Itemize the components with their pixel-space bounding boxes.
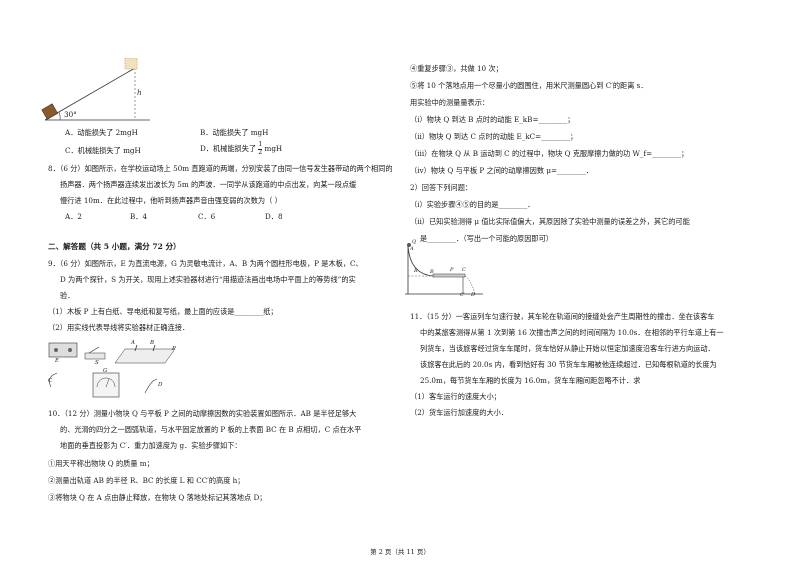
q9-line-4: （1）木板 P 上有白纸、导电纸和复写纸，最上面的应该是________纸； [48, 307, 278, 316]
q10-part-2-ii-cont: 是________．（写出一个可能的原因即可） [420, 234, 553, 243]
q10-step-2: ②测量出轨道 AB 的半径 R、BC 的长度 L 和 CC′的高度 h； [48, 476, 245, 485]
q7-option-d-text: D．机械能损失了 [200, 144, 257, 154]
fraction-numerator: 1 [258, 141, 263, 150]
q11-line-4: 该旅客在此后的 20.0s 内，看到恰好有 30 节货车车厢被他连续超过．已知每… [420, 360, 717, 369]
q7-option-d: D．机械能损失了 1 2 mgH [200, 141, 283, 156]
q10-expr-i: （ⅰ）物块 Q 到达 B 点时的动能 E_kB=________； [410, 115, 575, 124]
fig10-label-c: C [462, 267, 466, 273]
q10-expr-iii: （ⅲ）在物块 Q 从 B 运动到 C 的过程中，物块 Q 克服摩擦力做的功 W_… [410, 149, 689, 158]
fig10-label-c-prime: C′ [460, 292, 465, 298]
q7-option-c: C．机械能损失了 mgH [65, 146, 141, 155]
fig9-label-p: P [172, 346, 176, 352]
q7-option-d-fraction: 1 2 [258, 141, 263, 156]
fig9-label-b: B [150, 340, 155, 346]
q9-line-3: 验． [60, 291, 75, 300]
q10-step-4: ④重复步骤③，共做 10 次； [410, 64, 503, 73]
q10-part-2-ii: （ⅱ）已知实验测得 μ 值比实际值偏大，其原因除了实验中测量的误差之外，其它的可… [410, 217, 690, 226]
fig10-label-a: A [410, 246, 414, 252]
q11-line-5: 25.0m，每节货车车厢的长度为 16.0m，货车车厢间距忽略不计．求 [420, 376, 641, 385]
q10-line-1: 10．（12 分）测量小物块 Q 与平板 P 之间的动摩擦因数的实验装置如图所示… [48, 409, 357, 418]
q10-part-2: 2）回答下列问题： [410, 183, 473, 192]
q10-line-2: 的、光滑的四分之一圆弧轨道，与水平固定放置的 P 板的上表面 BC 在 B 点相… [60, 425, 362, 434]
fig9-label-e: E [55, 358, 60, 364]
q11-line-2: 中的某旅客测得从第 1 次到第 16 次撞击声之间的时间间隔为 10.0s．在相… [420, 328, 724, 337]
q10-part-2-i: （ⅰ）实验步骤④⑤的目的是________． [410, 200, 535, 209]
q8-option-b: B．4 [130, 212, 148, 221]
q10-line-3: 地面的垂直投影为 C′．重力加速度为 g．实验步骤如下： [60, 441, 242, 450]
q8-line-1: 8．（6 分）如图所示，在学校运动场上 50m 直跑道的两端，分别安装了由同一信… [48, 164, 393, 173]
fig10-label-q: Q [412, 239, 417, 245]
q7-option-b: B．动能损失了 mgH [200, 128, 269, 137]
fig10-label-p: P [450, 267, 454, 273]
q10-step-5: ⑤将 10 个落地点用一个尽量小的圆围住，用米尺测量圆心到 C′的距离 s． [410, 81, 648, 90]
q10-step-1: ①用天平称出物块 Q 的质量 m； [48, 459, 154, 468]
incline-figure [41, 58, 150, 121]
q8-line-3: 慢行进 10m．在此过程中，他听到扬声器声音由强变弱的次数为（ ） [60, 196, 282, 205]
q11-part-1: （1）客车运行的速度大小； [410, 392, 501, 401]
q8-option-d: D．8 [265, 212, 283, 221]
q10-expr-ii: （ⅱ）物块 Q 到达 C 点时的动能 E_kC=________； [410, 132, 578, 141]
page-footer: 第 2 页（共 11 页） [370, 548, 430, 556]
fig10-label-d: D [471, 292, 476, 298]
q7-option-d-tail: mgH [264, 144, 283, 154]
fig10-label-r: R [414, 268, 418, 274]
q8-line-2: 扬声器．两个扬声器连续发出波长为 5m 的声波．一同学从该跑道的中点出发，向某一… [60, 180, 357, 189]
q9-line-1: 9．（6 分）如图所示，E 为直流电源，G 为灵敏电流计，A、B 为两个圆柱形电… [48, 259, 363, 268]
fig9-label-g: G [103, 368, 108, 374]
fig10-label-b: B [430, 269, 434, 275]
q10-expr-intro: 用实验中的测量量表示： [410, 98, 490, 107]
fig9-label-a: A [131, 340, 135, 346]
fig9-label-d: D [158, 382, 163, 388]
section-title: 二、解答题（共 5 小题，满分 72 分） [48, 242, 181, 251]
equipotential-apparatus-figure [48, 342, 176, 398]
q11-line-1: 11．（15 分）一客运列车匀速行驶，其车轮在轨道间的接缝处会产生周期性的撞击．… [410, 312, 715, 321]
fig9-label-c: C [48, 378, 53, 384]
q10-step-3: ③将物块 Q 在 A 点由静止释放，在物块 Q 落地处标记其落地点 D； [48, 493, 267, 502]
q11-part-2: （2）货车运行加速度的大小． [410, 408, 509, 417]
incline-height-label: h [137, 88, 142, 97]
q8-option-a: A．2 [65, 212, 82, 221]
q9-line-2: D 为两个探针，S 为开关，现用上述实验器材进行“用描迹法画出电场中平面上的等势… [60, 275, 356, 284]
q9-line-5: （2）用实线代表导线将实验器材正确连接． [48, 323, 190, 332]
q8-option-c: C．6 [198, 212, 216, 221]
arc-track-figure [405, 243, 483, 295]
q10-expr-iv: （ⅳ）物块 Q 与平板 P 之间的动摩擦因数 μ=________． [410, 166, 593, 175]
incline-angle-label: 30° [64, 110, 77, 119]
fraction-denominator: 2 [258, 148, 263, 156]
q7-option-a: A．动能损失了 2mgH [65, 128, 138, 137]
fig9-label-s: S [95, 360, 99, 366]
q11-line-3: 列货车，当该旅客经过货车车尾时，货车恰好从静止开始以恒定加速度沿客车行进方向运动… [420, 344, 715, 353]
